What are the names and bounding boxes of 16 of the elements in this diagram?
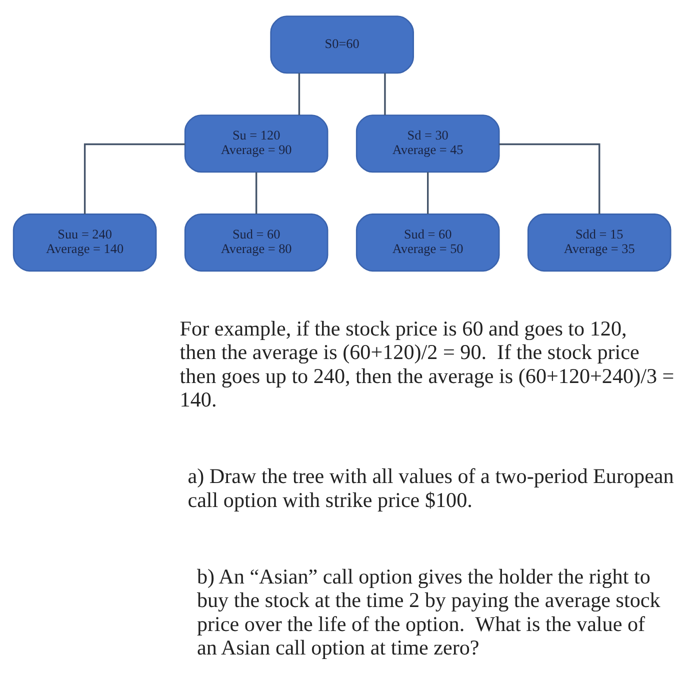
label: a) Draw the tree with all values of a two-period European call option with strike price $100. bbox=[188, 464, 674, 512]
connector bbox=[298, 73, 300, 116]
connector bbox=[384, 73, 386, 116]
connector bbox=[255, 172, 258, 214]
node-box: Sud = 60 Average = 80 bbox=[184, 214, 328, 272]
node-box: Su = 120 Average = 90 bbox=[184, 114, 328, 173]
connector bbox=[84, 143, 186, 214]
connector bbox=[426, 172, 429, 214]
node-box: Sd = 30 Average = 45 bbox=[356, 114, 500, 173]
label: For example, if the stock price is 60 and goes to 120, then the average is (60+120)/2 = 90. If the stock price then goes up to 240, then the average is (60+120+240)/3 = 140. bbox=[180, 316, 674, 412]
node-box: Sdd = 15 Average = 35 bbox=[527, 214, 672, 272]
label: b) An “Asian” call option gives the holder the right to buy the stock at the time 2 by paying the average stock price over the life of the option. What is the value of an Asian call option at time zero? bbox=[196, 564, 660, 660]
node-box: Sud = 60 Average = 50 bbox=[356, 214, 500, 272]
connector bbox=[499, 143, 600, 214]
node-box: S0=60 bbox=[270, 16, 414, 74]
node-box: Suu = 240 Average = 140 bbox=[12, 214, 157, 272]
